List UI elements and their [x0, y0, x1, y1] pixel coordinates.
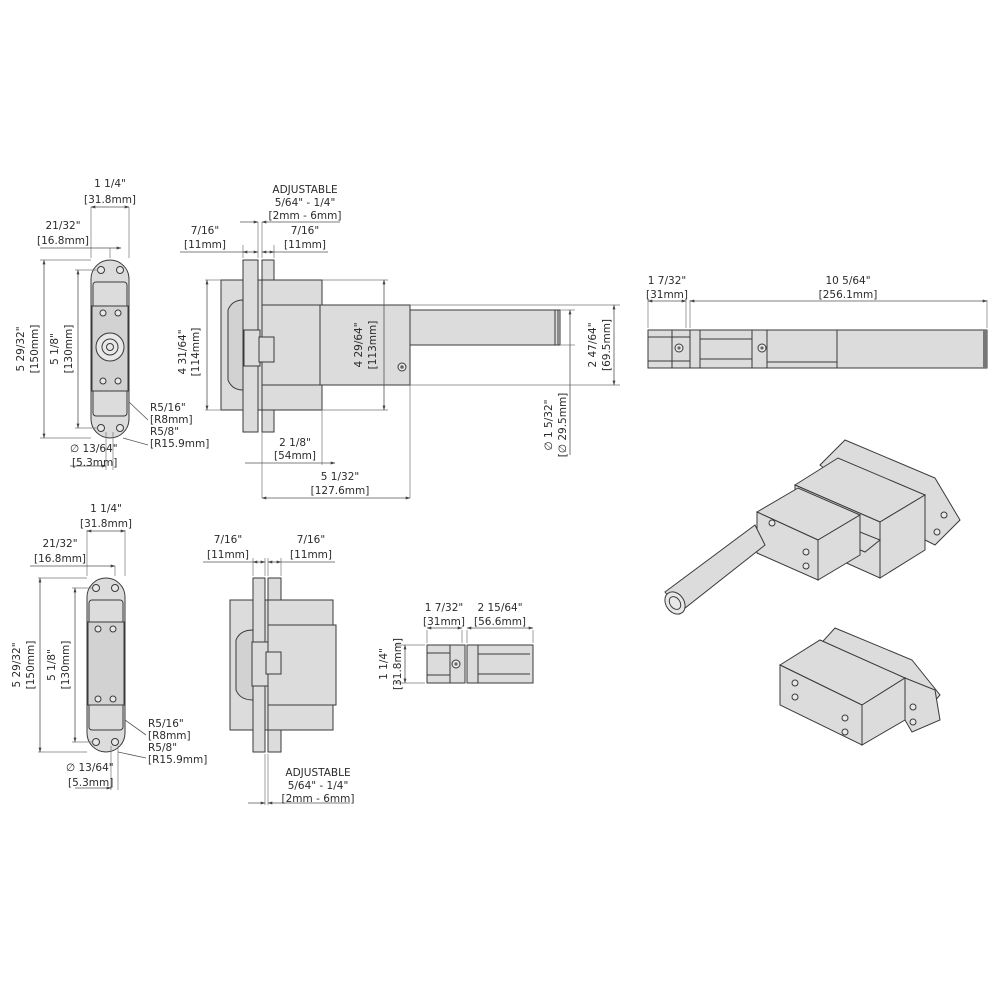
side-top-adj-in: 5/64" - 1/4": [275, 197, 336, 209]
plan-bottom-right-in: 2 15/64": [477, 602, 522, 614]
plan-view-top: [647, 299, 988, 369]
plan-top-left-mm: [31mm]: [646, 289, 688, 301]
front-top-offset-mm: [16.8mm]: [37, 235, 89, 247]
front-top-inner-in: 5 1/8": [49, 333, 61, 365]
front-top-hole-in: ∅ 13/64": [70, 443, 118, 455]
plan-bottom-height-in: 1 1/4": [378, 648, 390, 680]
front-bottom-width-in: 1 1/4": [90, 503, 122, 515]
plan-top-left-in: 1 7/32": [648, 275, 686, 287]
side-bottom-left-leaf-mm: [11mm]: [207, 549, 249, 561]
side-bottom-right-leaf-in: 7/16": [297, 534, 325, 546]
front-bottom-hole-in: ∅ 13/64": [66, 762, 114, 774]
side-top-depth2-in: 5 1/32": [321, 471, 359, 483]
front-top-offset-in: 21/32": [45, 220, 80, 232]
side-top-right-leaf-mm: [11mm]: [284, 239, 326, 251]
front-bottom-hole-mm: [5.3mm]: [68, 777, 113, 789]
front-bottom-offset-mm: [16.8mm]: [34, 553, 86, 565]
side-top-depth1-in: 2 1/8": [279, 437, 311, 449]
side-top-depth1-mm: [54mm]: [274, 450, 316, 462]
plan-bottom-left-in: 1 7/32": [425, 602, 463, 614]
front-bottom-inner-mm: [130mm]: [60, 641, 72, 690]
side-top-body-in: 4 29/64": [353, 322, 365, 367]
front-bottom-offset-in: 21/32": [42, 538, 77, 550]
plan-bottom-right-mm: [56.6mm]: [474, 616, 526, 628]
side-top-left-leaf-in: 7/16": [191, 225, 219, 237]
front-top-r1-in: R5/16": [150, 402, 186, 414]
side-view-top: [180, 220, 620, 500]
side-top-right-leaf-in: 7/16": [291, 225, 319, 237]
side-top-arm-in: 2 47/64": [587, 322, 599, 367]
front-bottom-inner-in: 5 1/8": [46, 649, 58, 681]
side-bottom-adj-mm: [2mm - 6mm]: [282, 793, 355, 805]
front-top-width-mm: [31.8mm]: [84, 194, 136, 206]
side-top-dia-in: ∅ 1 5/32": [543, 400, 555, 451]
side-bottom-right-leaf-mm: [11mm]: [290, 549, 332, 561]
front-bottom-height-in: 5 29/32": [11, 642, 23, 687]
side-top-dia-mm: [∅ 29.5mm]: [557, 393, 569, 458]
front-bottom-r2-mm: [R15.9mm]: [148, 754, 207, 766]
side-bottom-adjustable: ADJUSTABLE: [285, 767, 350, 779]
side-top-body-mm: [113mm]: [367, 321, 379, 370]
plan-view-bottom: [395, 626, 534, 684]
side-bottom-adj-in: 5/64" - 1/4": [288, 780, 349, 792]
side-top-left-leaf-mm: [11mm]: [184, 239, 226, 251]
front-top-height-in: 5 29/32": [15, 326, 27, 371]
front-top-r2-in: R5/8": [150, 426, 179, 438]
side-view-bottom: [203, 558, 350, 805]
plan-top-length-mm: [256.1mm]: [819, 289, 878, 301]
side-top-depth2-mm: [127.6mm]: [311, 485, 370, 497]
side-top-height-mm: [114mm]: [190, 328, 202, 377]
front-top-r2-mm: [R15.9mm]: [150, 438, 209, 450]
isometric-view-folded: [778, 627, 941, 746]
front-bottom-r2-in: R5/8": [148, 742, 177, 754]
front-bottom-r1-in: R5/16": [148, 718, 184, 730]
side-top-adj-mm: [2mm - 6mm]: [269, 210, 342, 222]
plan-bottom-height-mm: [31.8mm]: [392, 638, 404, 690]
front-bottom-width-mm: [31.8mm]: [80, 518, 132, 530]
side-bottom-left-leaf-in: 7/16": [214, 534, 242, 546]
front-top-r1-mm: [R8mm]: [150, 414, 193, 426]
plan-bottom-left-mm: [31mm]: [423, 616, 465, 628]
plan-top-length-in: 10 5/64": [825, 275, 870, 287]
isometric-view-extended: [664, 439, 961, 615]
front-view-top: [40, 205, 149, 470]
side-top-height-in: 4 31/64": [177, 329, 189, 374]
front-top-height-mm: [150mm]: [29, 325, 41, 374]
front-top-hole-mm: [5.3mm]: [72, 457, 117, 469]
front-view-bottom: [30, 529, 147, 790]
front-bottom-height-mm: [150mm]: [25, 641, 37, 690]
side-top-arm-mm: [69.5mm]: [601, 319, 613, 371]
front-bottom-r1-mm: [R8mm]: [148, 730, 191, 742]
side-top-adjustable: ADJUSTABLE: [272, 184, 337, 196]
front-top-inner-mm: [130mm]: [63, 325, 75, 374]
front-top-width-in: 1 1/4": [94, 178, 126, 190]
